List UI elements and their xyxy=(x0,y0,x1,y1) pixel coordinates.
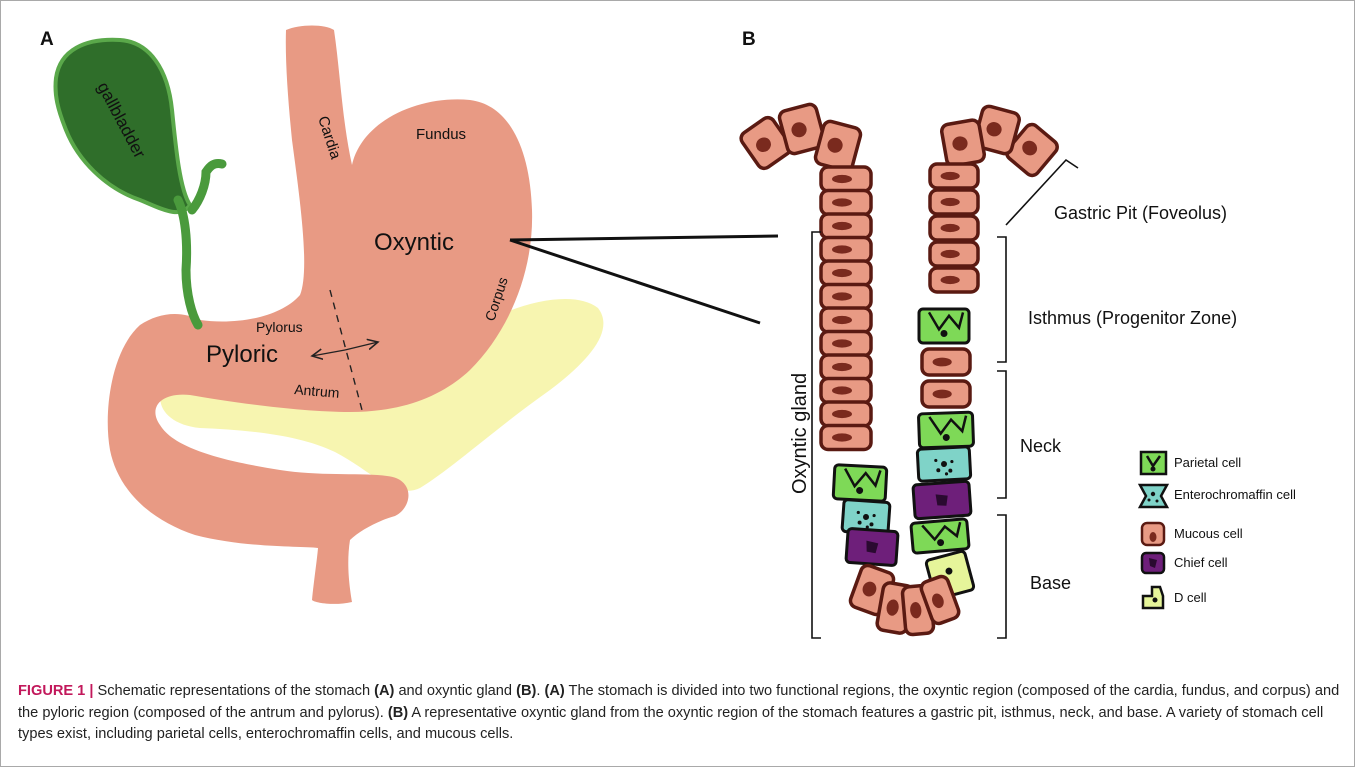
caption-ref-b-2: (B) xyxy=(388,705,408,721)
figure-number: FIGURE 1 | xyxy=(18,683,93,699)
pylorus-label: Pylorus xyxy=(256,319,303,335)
mucous-cell xyxy=(821,285,871,309)
mucous-cell xyxy=(821,426,871,450)
base-label: Base xyxy=(1030,573,1071,593)
parietal-cell xyxy=(919,309,969,343)
legend-parietal-label: Parietal cell xyxy=(1174,455,1241,470)
mucous-cell xyxy=(821,308,871,332)
oxyntic-label: Oxyntic xyxy=(374,229,454,256)
parietal-cell xyxy=(918,412,973,448)
chief-cell xyxy=(913,481,971,519)
caption-ref-a-2: (A) xyxy=(544,683,564,699)
legend-d-cell-icon xyxy=(1143,587,1163,608)
mucous-cell xyxy=(821,214,871,238)
neck-label: Neck xyxy=(1020,436,1062,456)
legend-parietal-icon xyxy=(1141,452,1166,474)
figure-caption: FIGURE 1 | Schematic representations of … xyxy=(18,681,1340,746)
mucous-cell xyxy=(821,191,871,215)
figure-artwork: A gallbladder Cardia Fundus Oxyntic Corp… xyxy=(0,0,1355,680)
mucous-cell xyxy=(821,167,871,191)
caption-text-1: Schematic representations of the stomach xyxy=(93,683,374,699)
mucous-cell xyxy=(821,238,871,262)
mucous-cell xyxy=(821,355,871,379)
mucous-cell xyxy=(922,349,970,375)
legend-enterochromaffin-label: Enterochromaffin cell xyxy=(1174,487,1296,502)
ec-cell xyxy=(917,447,971,482)
isthmus-bracket xyxy=(997,237,1006,362)
mucous-cell xyxy=(930,216,978,240)
oxyntic-gland-label: Oxyntic gland xyxy=(789,373,811,494)
legend-mucous-icon xyxy=(1142,523,1164,545)
mucous-cell xyxy=(930,164,978,188)
mucous-cell xyxy=(821,332,871,356)
legend-chief-icon xyxy=(1142,553,1164,573)
mucous-cell xyxy=(930,242,978,266)
legend-mucous-label: Mucous cell xyxy=(1174,526,1243,541)
mucous-cell xyxy=(821,261,871,285)
isthmus-label: Isthmus (Progenitor Zone) xyxy=(1028,308,1237,328)
legend-enterochromaffin-icon xyxy=(1140,485,1167,507)
mucous-cell xyxy=(930,268,978,292)
caption-text-2: and oxyntic gland xyxy=(394,683,516,699)
mucous-cell xyxy=(930,190,978,214)
parietal-cell xyxy=(911,519,969,554)
panel-b-letter: B xyxy=(742,29,756,50)
caption-ref-b: (B) xyxy=(516,683,536,699)
parietal-cell xyxy=(833,465,887,502)
mucous-cell xyxy=(941,119,986,167)
mucous-cell xyxy=(922,381,970,407)
neck-bracket xyxy=(997,371,1006,498)
mucous-cell xyxy=(821,402,871,426)
legend-d-cell-label: D cell xyxy=(1174,590,1207,605)
caption-ref-a: (A) xyxy=(374,683,394,699)
oxyntic-gland-diagram xyxy=(738,103,1060,635)
gastric-pit-label: Gastric Pit (Foveolus) xyxy=(1054,203,1227,223)
fundus-label: Fundus xyxy=(416,126,466,143)
legend-chief-label: Chief cell xyxy=(1174,555,1228,570)
mucous-cell xyxy=(821,379,871,403)
pyloric-label: Pyloric xyxy=(206,341,278,368)
base-bracket xyxy=(997,515,1006,638)
chief-cell xyxy=(846,528,898,565)
panel-a-letter: A xyxy=(40,29,54,50)
zoom-line-top xyxy=(510,236,778,240)
cell-legend: Parietal cell Enterochromaffin cell Muco… xyxy=(1140,452,1296,608)
